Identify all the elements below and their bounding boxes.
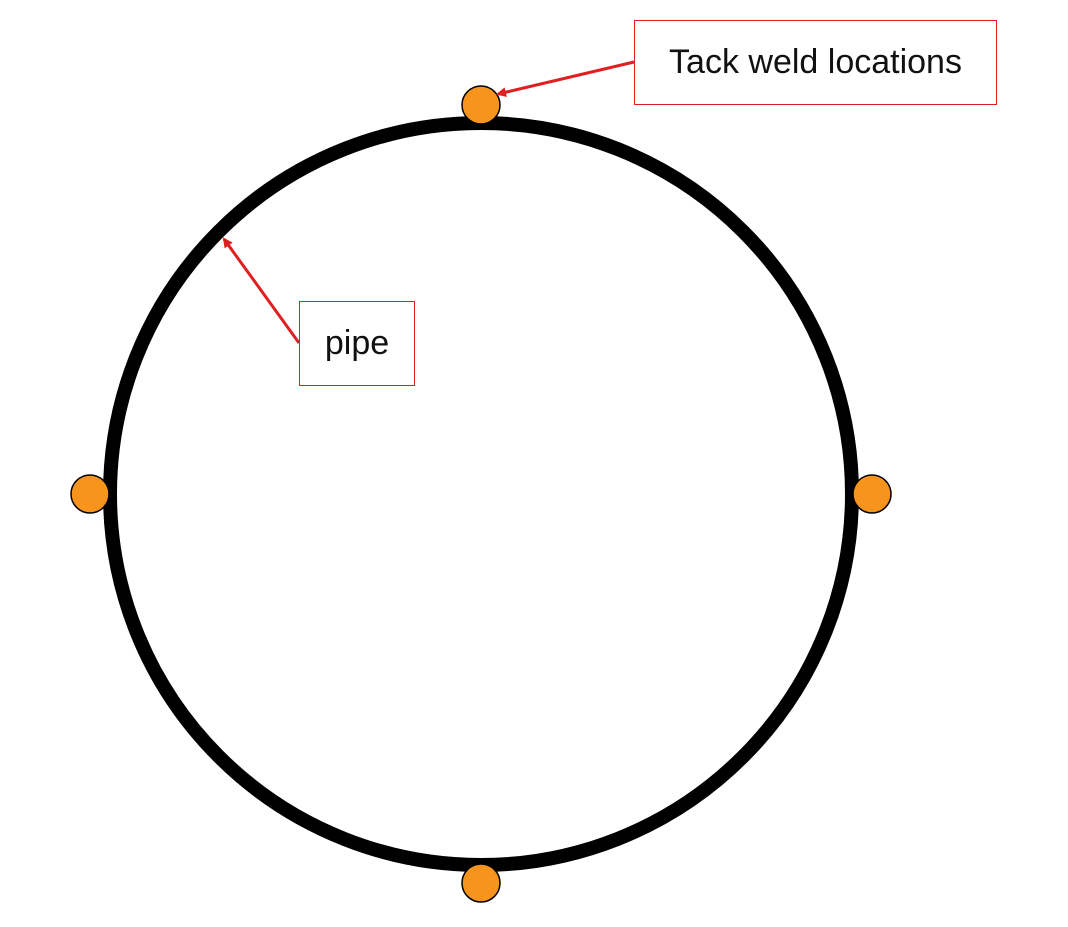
pipe-label: pipe: [324, 324, 390, 362]
tack-weld-right: [852, 474, 892, 514]
tack-weld-callout: Tack weld locations: [634, 20, 997, 105]
pipe-circle: [103, 116, 859, 872]
tack-weld-top: [461, 85, 501, 125]
tack-weld-bottom: [461, 863, 501, 903]
pipe-arrow: [222, 237, 301, 344]
tack-weld-label: Tack weld locations: [669, 43, 962, 81]
tack-weld-left: [70, 474, 110, 514]
pipe-callout: pipe: [299, 301, 415, 386]
tack-weld-arrow: [496, 60, 635, 98]
